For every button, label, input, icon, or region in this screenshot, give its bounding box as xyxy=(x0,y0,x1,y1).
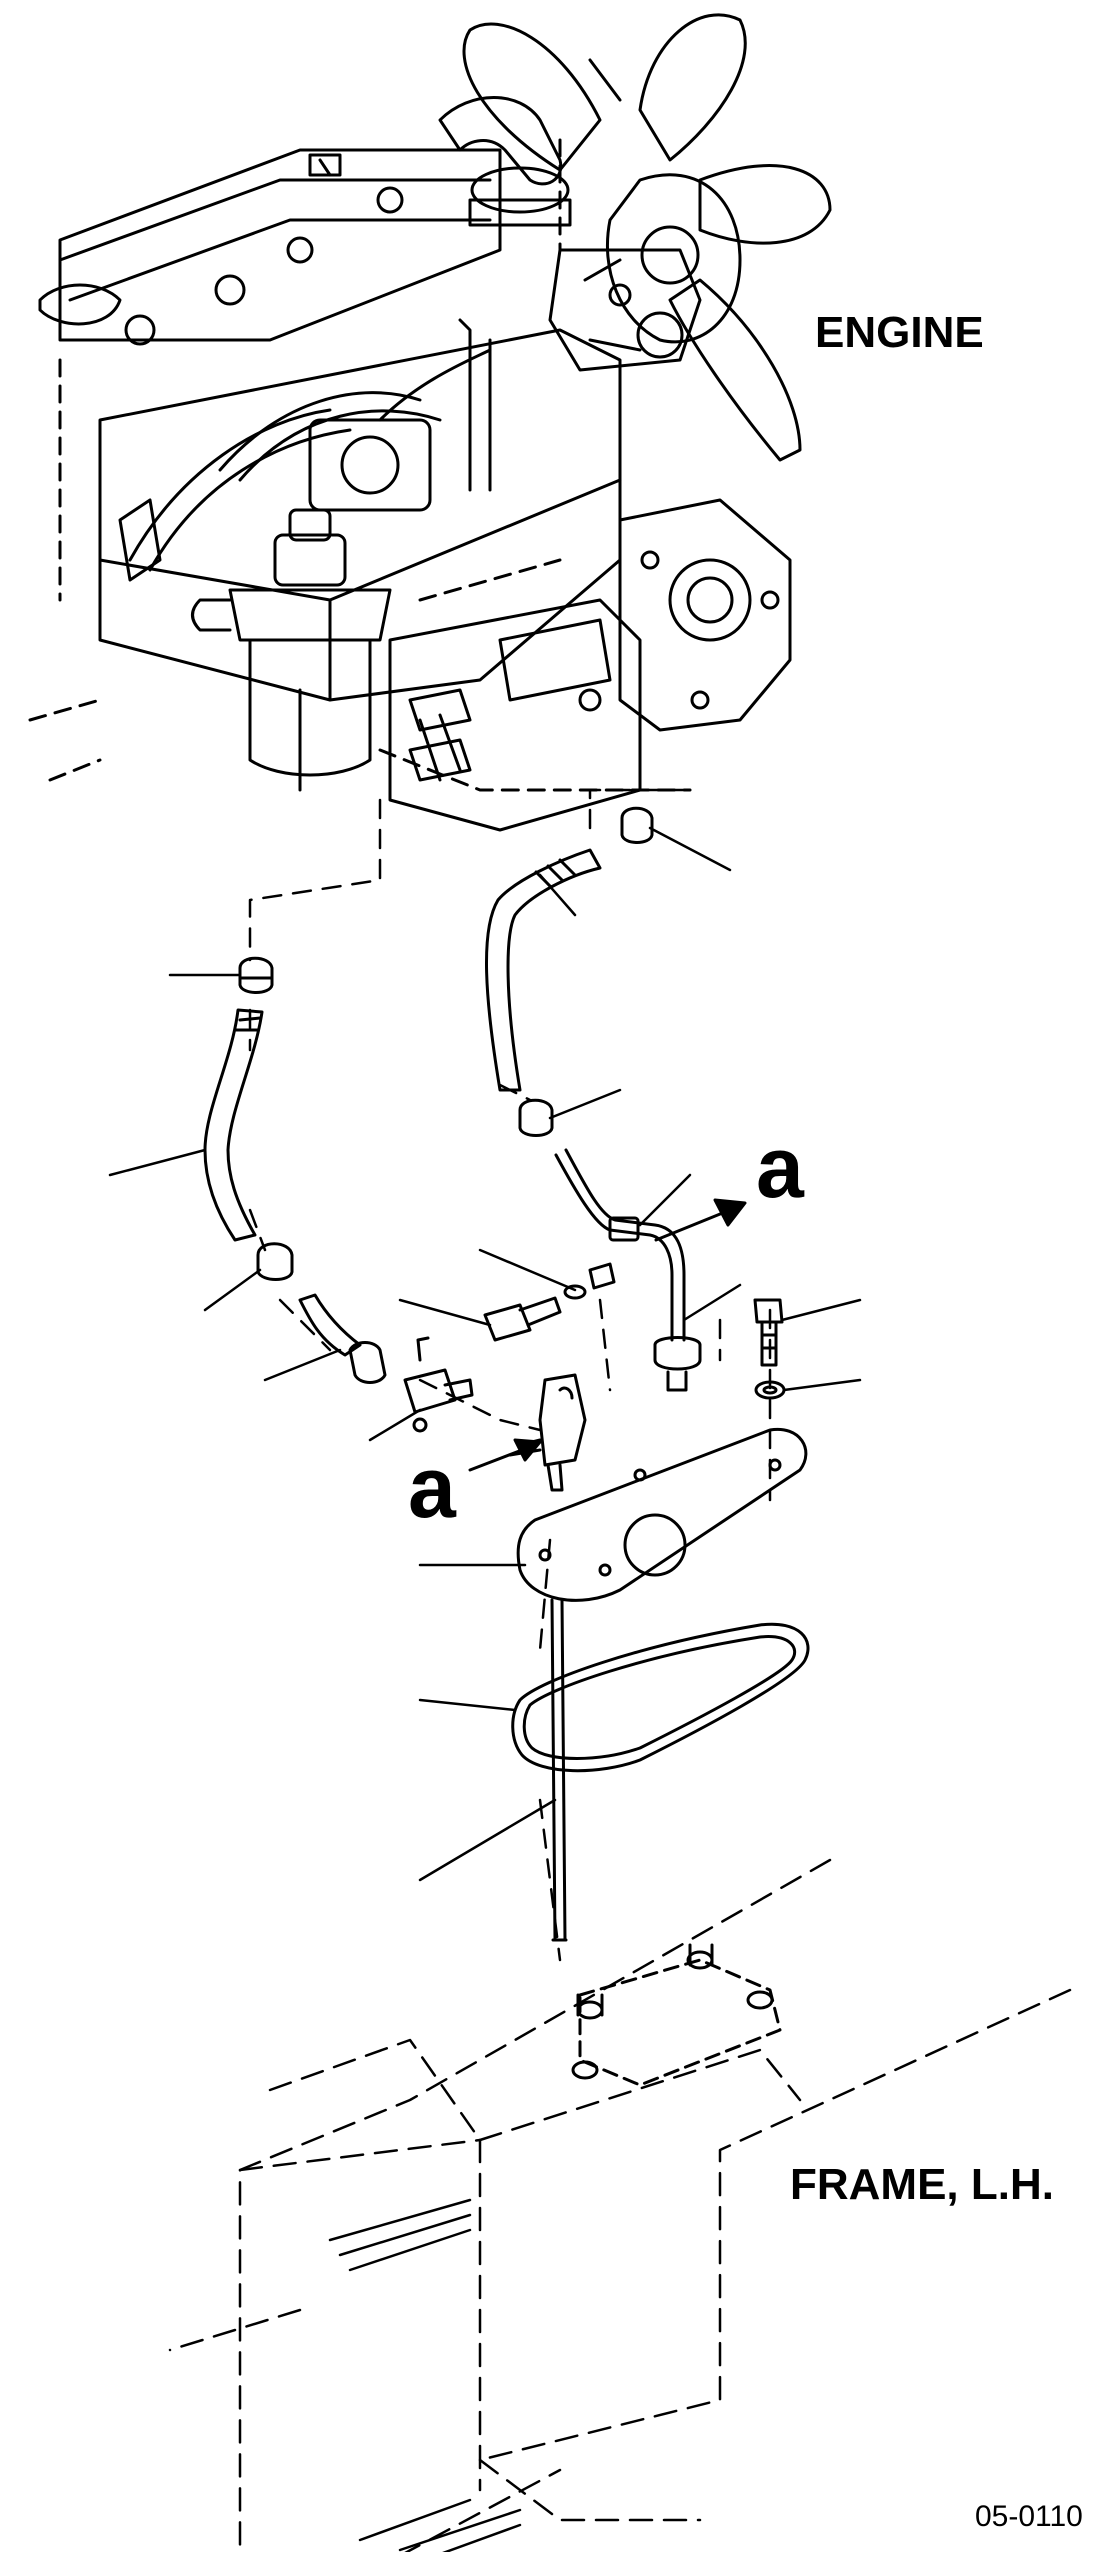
drain-cock xyxy=(405,1338,472,1431)
short-hose xyxy=(300,1295,385,1383)
engine-assembly xyxy=(30,15,830,830)
cooling-fan xyxy=(464,15,830,460)
callout-arrow-lower xyxy=(470,1440,540,1470)
engine-phantom-lines xyxy=(30,140,690,790)
clamp-right-lower xyxy=(520,1100,552,1135)
grommet xyxy=(590,1264,614,1288)
figure-reference-number: 05-0110 xyxy=(975,2500,1083,2533)
flywheel-housing xyxy=(620,500,790,730)
injection-lines xyxy=(130,320,490,570)
callout-a-lower: a xyxy=(408,1440,456,1536)
water-pump-housing xyxy=(550,250,700,370)
frame-label: FRAME, L.H. xyxy=(790,2160,1054,2209)
clamp-left-lower xyxy=(258,1244,292,1280)
callout-a-upper: a xyxy=(756,1120,804,1216)
leader-lines xyxy=(110,828,860,1880)
cylinder-head-cover xyxy=(40,150,500,344)
injection-pump xyxy=(390,600,640,830)
gasket xyxy=(513,1624,808,1770)
sender-mounting-plate xyxy=(518,1429,806,1600)
intake-pipe xyxy=(440,98,570,226)
fuel-pipe-bent xyxy=(556,1150,700,1390)
engine-block xyxy=(100,330,620,700)
washer-small xyxy=(565,1286,585,1298)
mounting-bolt xyxy=(755,1300,782,1365)
banjo-bolt xyxy=(485,1298,560,1340)
callout-arrow xyxy=(656,1200,745,1240)
assembly-guide-lines xyxy=(250,790,770,1960)
engine-label: ENGINE xyxy=(815,308,984,357)
clamp-left-upper xyxy=(240,958,272,992)
fuel-filter xyxy=(193,510,391,790)
frame-lh xyxy=(170,1860,1070,2552)
hose-left xyxy=(205,1010,262,1240)
frame-mounting-pad xyxy=(573,1945,780,2085)
hose-right xyxy=(486,850,600,1090)
clamp-right-upper xyxy=(622,808,652,842)
fuel-sensor-unit xyxy=(510,1375,585,1490)
